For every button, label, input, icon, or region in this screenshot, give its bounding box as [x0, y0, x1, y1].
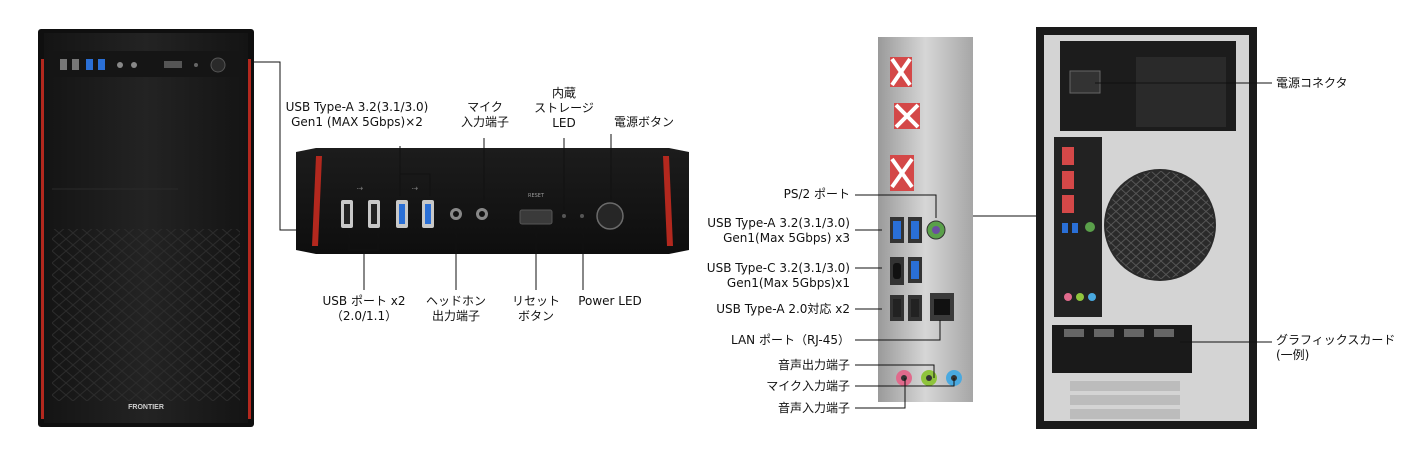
label-rear-usb-a32: USB Type-A 3.2(3.1/3.0) Gen1(Max 5Gbps) …: [707, 216, 850, 245]
svg-text:⇢: ⇢: [412, 184, 419, 193]
label-front-usb-port: USB ポート x2 （2.0/1.1）: [322, 294, 406, 323]
label-front-power-led: Power LED: [578, 294, 642, 308]
label-rear-lan: LAN ポート（RJ-45）: [730, 333, 850, 347]
label-front-storage-led: 内蔵 ストレージ LED: [534, 86, 594, 130]
label-rear-usb-c32: USB Type-C 3.2(3.1/3.0) Gen1(Max 5Gbps)x…: [706, 261, 850, 290]
reset-text: RESET: [528, 193, 545, 199]
label-rear-audio-out: 音声出力端子: [777, 358, 850, 372]
rear-tower: [1036, 27, 1257, 429]
label-front-power-button: 電源ボタン: [613, 115, 674, 129]
label-front-reset-button: リセット ボタン: [511, 294, 560, 323]
brand-logo: FRONTIER: [128, 404, 164, 411]
label-front-mic: マイク 入力端子: [460, 100, 509, 129]
label-rear-audio-in: 音声入力端子: [777, 401, 850, 415]
rear-io-shield: [878, 37, 973, 402]
label-rear-graphics-card: グラフィックスカード (一例): [1276, 333, 1396, 362]
label-front-usb-a32: USB Type-A 3.2(3.1/3.0) Gen1 (MAX 5Gbps)…: [285, 100, 429, 129]
front-port-panel: ⇢ ⇢ RESET: [296, 148, 689, 254]
label-rear-ps2: PS/2 ポート: [783, 187, 850, 201]
label-rear-power-connector: 電源コネクタ: [1276, 76, 1348, 90]
label-front-headphone: ヘッドホン 出力端子: [425, 294, 486, 323]
label-rear-usb-a20: USB Type-A 2.0対応 x2: [716, 302, 850, 316]
svg-text:⇢: ⇢: [357, 184, 364, 193]
front-tower: FRONTIER: [38, 29, 254, 427]
label-rear-mic-in: マイク入力端子: [766, 379, 850, 393]
